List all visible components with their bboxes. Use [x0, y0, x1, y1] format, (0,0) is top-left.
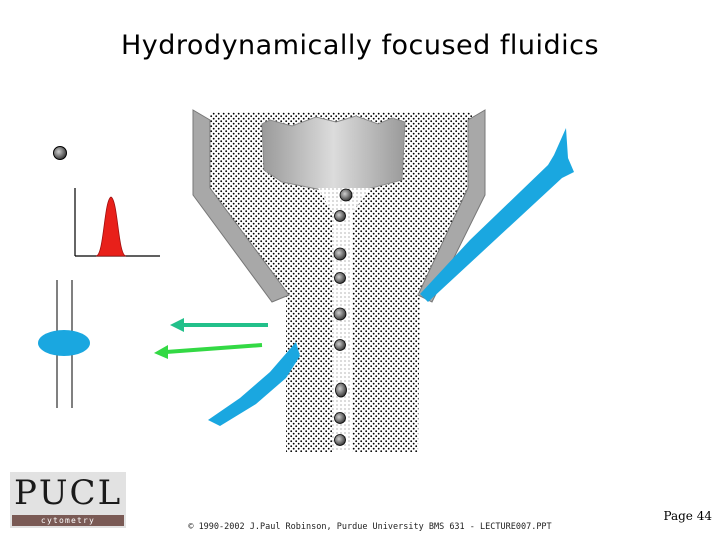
slide-title: Hydrodynamically focused fluidics [120, 30, 600, 61]
cell [334, 434, 346, 446]
cell [334, 339, 346, 351]
pulse-plot [74, 188, 160, 257]
scatter-arrow [170, 318, 268, 332]
right-chamber-wall [417, 109, 486, 303]
left-chamber-wall [192, 109, 290, 303]
detector-lens [38, 330, 90, 356]
laser-beam-lower [208, 342, 300, 426]
logo-letter: P [14, 473, 39, 513]
detector [38, 280, 90, 408]
page-number: Page 44 [663, 509, 712, 523]
cell-icon [53, 146, 67, 160]
fluorescence-arrow [154, 343, 263, 359]
logo-letter: C [69, 473, 98, 513]
cell [333, 247, 347, 261]
cell [333, 307, 347, 321]
signal-pulse [95, 196, 127, 257]
cell [334, 272, 346, 284]
sample-nozzle [261, 115, 406, 191]
cell [335, 382, 347, 398]
logo-letters: P U C L [14, 473, 123, 513]
cells [333, 188, 353, 446]
cell [334, 210, 346, 222]
logo-subtitle: cytometry laboratories [12, 515, 124, 536]
cell [334, 412, 346, 424]
cell [339, 188, 353, 202]
logo-letter: L [97, 473, 123, 513]
sample-core-stream [318, 188, 372, 452]
pucl-logo: P U C L cytometry laboratories [10, 472, 126, 536]
copyright-footer: © 1990-2002 J.Paul Robinson, Purdue Univ… [188, 522, 552, 532]
logo-letter: U [38, 473, 70, 513]
laser-beam [420, 128, 574, 302]
